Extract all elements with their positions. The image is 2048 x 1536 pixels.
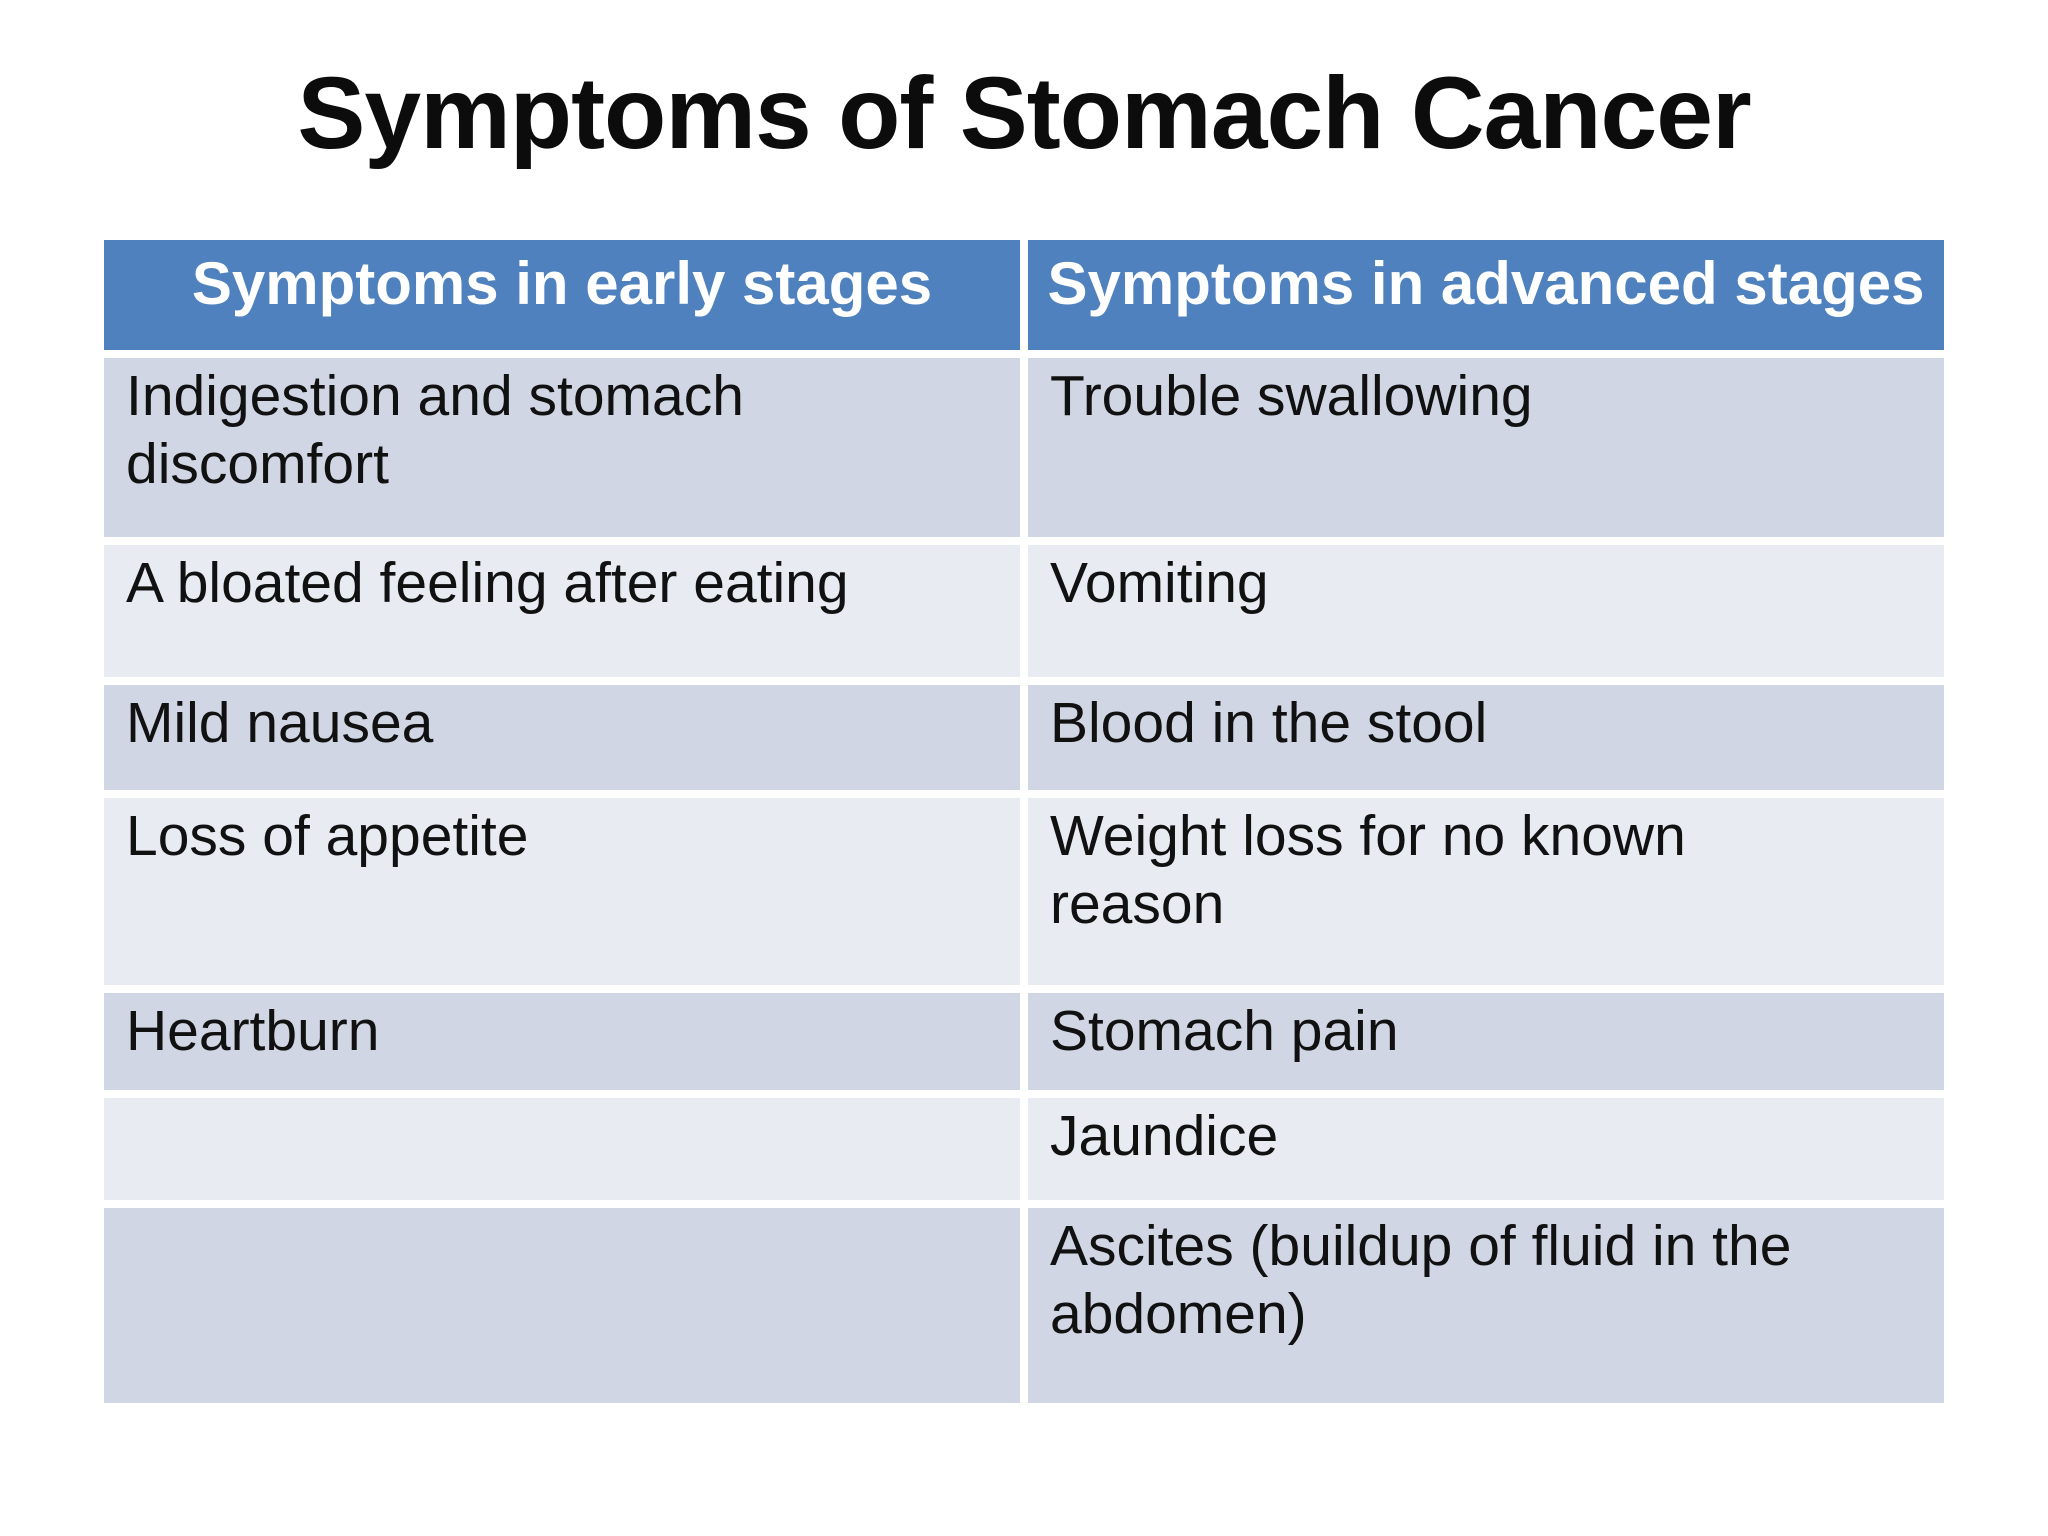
cell-advanced-weight-loss: Weight loss for no known reason: [1028, 798, 1944, 985]
cell-advanced-trouble-swallowing: Trouble swallowing: [1028, 358, 1944, 537]
cell-advanced-ascites: Ascites (buildup of fluid in the abdomen…: [1028, 1208, 1944, 1403]
cell-advanced-blood-in-stool: Blood in the stool: [1028, 685, 1944, 790]
cell-advanced-vomiting: Vomiting: [1028, 545, 1944, 677]
header-cell-early-stages: Symptoms in early stages: [104, 240, 1020, 350]
header-cell-advanced-stages: Symptoms in advanced stages: [1028, 240, 1944, 350]
cell-early-loss-of-appetite: Loss of appetite: [104, 798, 1020, 985]
cell-early-bloated-feeling: A bloated feeling after eating: [104, 545, 1020, 677]
cell-advanced-stomach-pain: Stomach pain: [1028, 993, 1944, 1090]
cell-early-indigestion: Indigestion and stomach discomfort: [104, 358, 1020, 537]
cell-advanced-jaundice: Jaundice: [1028, 1098, 1944, 1200]
page-title: Symptoms of Stomach Cancer: [297, 56, 1751, 170]
symptoms-table: Symptoms in early stages Symptoms in adv…: [104, 240, 1944, 1403]
cell-early-mild-nausea: Mild nausea: [104, 685, 1020, 790]
cell-early-empty-1: [104, 1098, 1020, 1200]
cell-early-heartburn: Heartburn: [104, 993, 1020, 1090]
cell-early-empty-2: [104, 1208, 1020, 1403]
